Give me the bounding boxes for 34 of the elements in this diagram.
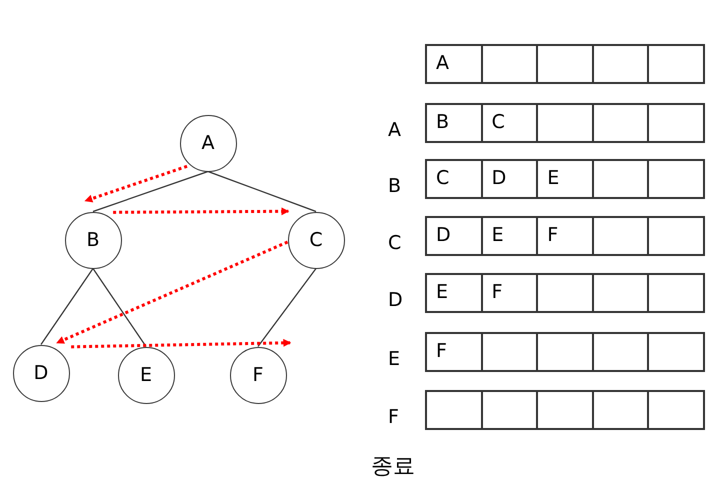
row-label: E (388, 350, 400, 369)
tree-line (92, 170, 208, 212)
tree-line (208, 170, 316, 212)
tree-node-circle: F (230, 346, 286, 404)
queue-cell: C (480, 103, 538, 143)
queue-cell: D (425, 216, 483, 256)
traversal-arrow (113, 207, 290, 216)
tree-line (92, 268, 146, 347)
queue-cell: D (480, 159, 538, 199)
tree-node-circle: B (64, 212, 122, 268)
tree-node-circle: C (288, 212, 344, 268)
row-label: D (388, 291, 403, 310)
queue-cell: E (480, 216, 538, 256)
row-label: F (388, 408, 399, 427)
queue-cell: C (425, 159, 483, 199)
row-label: A (388, 121, 401, 140)
queue-cell: F (425, 332, 483, 372)
row-label: B (388, 177, 402, 196)
tree-node-circle: D (12, 344, 70, 402)
tree-line (40, 268, 94, 345)
queue-cell: A (425, 44, 483, 84)
traversal-arrow (71, 338, 292, 348)
queue-cell: F (536, 216, 594, 256)
queue-cell: E (425, 273, 483, 313)
queue-cell: B (425, 103, 483, 143)
tree-node-circle: E (118, 346, 174, 404)
row-label: C (388, 234, 402, 253)
tree-node-circle: A (180, 114, 236, 172)
queue-cell: E (536, 159, 594, 199)
queue-cell: F (480, 273, 538, 313)
end-label: 종료 (371, 456, 415, 478)
traversal-arrow (84, 164, 188, 202)
tree-line (258, 268, 316, 347)
traversal-arrow (56, 240, 288, 344)
